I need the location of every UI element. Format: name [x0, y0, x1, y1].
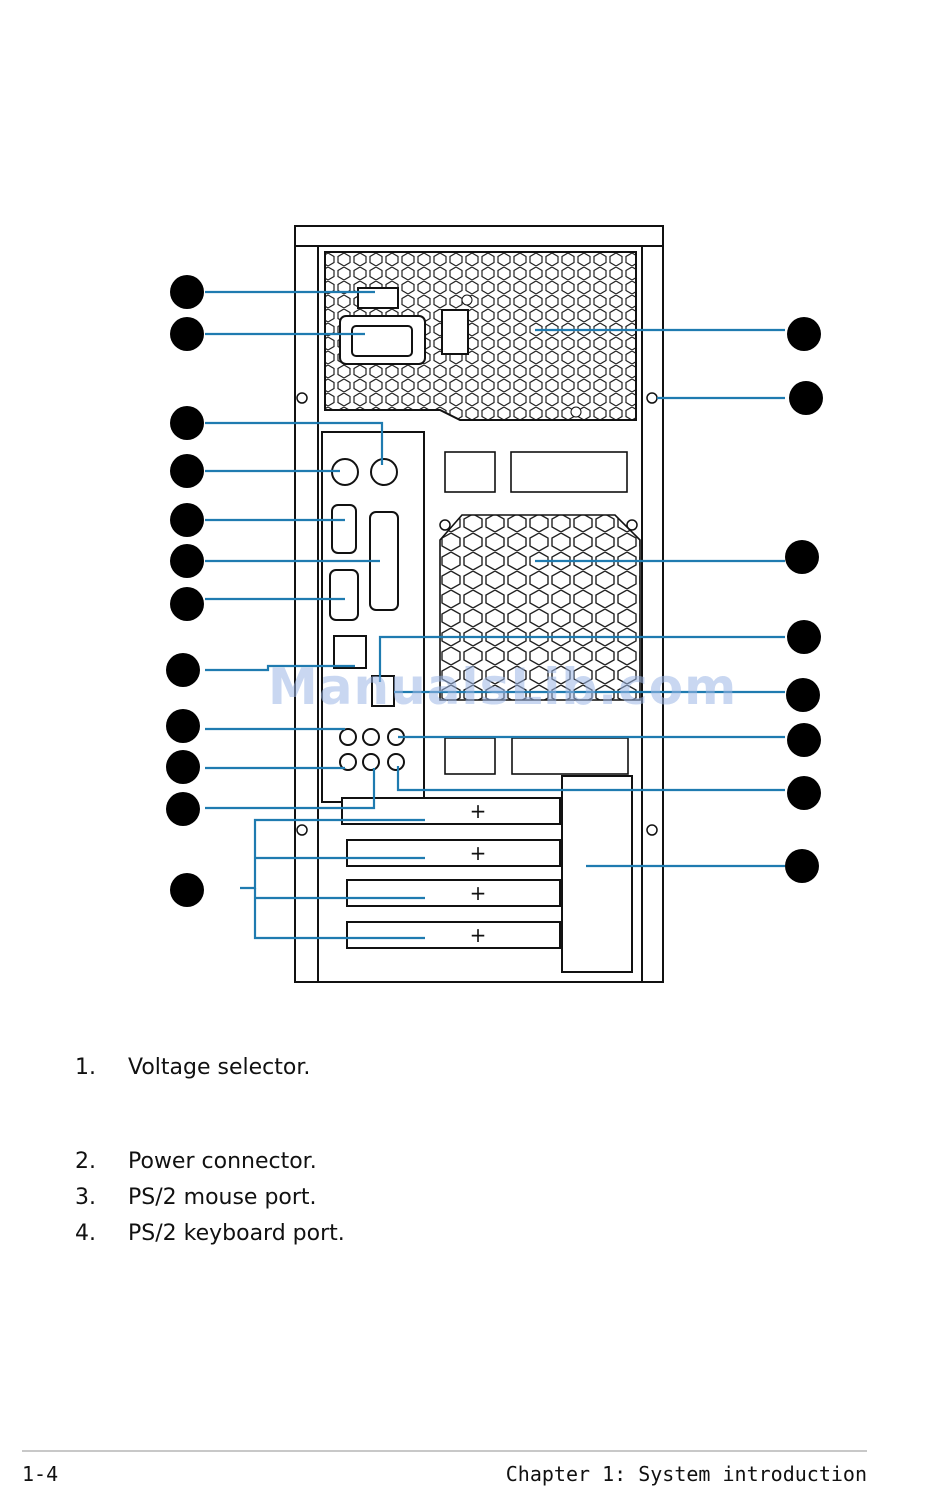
chapter-title: Chapter 1: System introduction — [506, 1462, 867, 1486]
legend-text: PS/2 keyboard port. — [128, 1221, 345, 1246]
legend-number: 3. — [75, 1185, 96, 1210]
legend-text: Voltage selector. — [128, 1055, 310, 1080]
page-number: 1-4 — [22, 1462, 58, 1486]
legend-number: 1. — [75, 1055, 96, 1080]
vga-port — [330, 570, 358, 620]
svg-text:+: + — [470, 923, 487, 947]
rear-panel-diagram: + + + + — [0, 0, 950, 1010]
legend-number: 2. — [75, 1149, 96, 1174]
io-panel — [322, 432, 424, 802]
footer-divider — [22, 1450, 867, 1452]
svg-text:+: + — [470, 799, 487, 823]
svg-text:+: + — [470, 881, 487, 905]
watermark: ManualsLib.com — [268, 658, 737, 716]
legend-text: Power connector. — [128, 1149, 317, 1174]
power-switch — [442, 310, 468, 354]
expansion-slots — [342, 776, 632, 972]
legend-text: PS/2 mouse port. — [128, 1185, 317, 1210]
ps2-keyboard-port — [371, 459, 397, 485]
serial-port — [332, 505, 356, 553]
power-supply — [325, 252, 636, 420]
legend-number: 4. — [75, 1221, 96, 1246]
svg-text:+: + — [470, 841, 487, 865]
